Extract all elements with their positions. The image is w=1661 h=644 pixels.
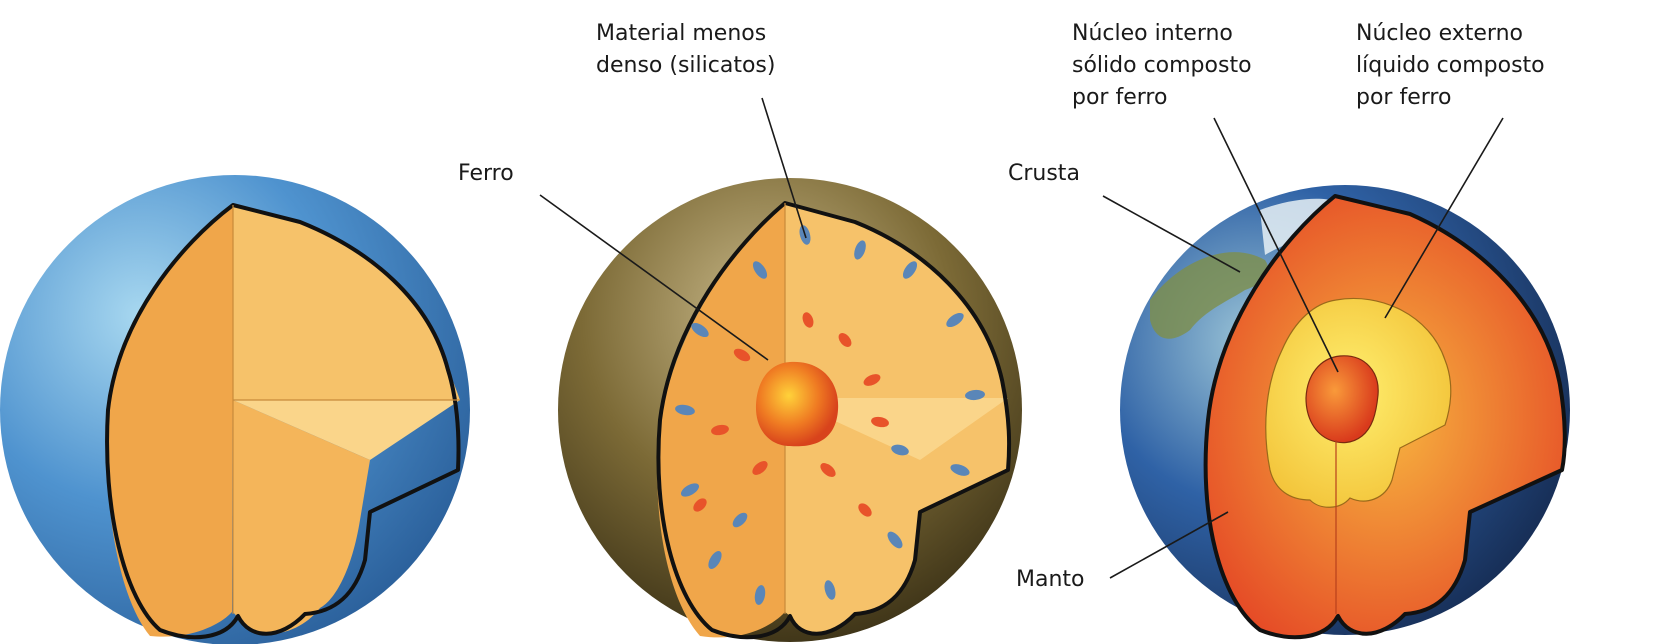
sphere-1-homogeneous [0,175,470,644]
label-nucleo-interno-line2: sólido composto [1072,53,1252,78]
label-ferro: Ferro [458,161,514,186]
label-nucleo-externo-line1: Núcleo externo [1356,21,1523,46]
label-crusta: Crusta [1008,161,1080,186]
label-nucleo-interno-line1: Núcleo interno [1072,21,1233,46]
label-manto: Manto [1016,567,1085,592]
label-nucleo-interno-line3: por ferro [1072,85,1167,110]
sphere-3-layered-earth [1120,185,1570,637]
label-nucleo-externo-line2: líquido composto [1356,53,1545,78]
label-material-menos-denso-line2: denso (silicatos) [596,53,775,78]
sphere-2-differentiating [558,178,1022,642]
inner-core [1306,356,1378,443]
label-nucleo-externo-line3: por ferro [1356,85,1451,110]
ferro-core [756,362,838,446]
label-material-menos-denso-line1: Material menos [596,21,766,46]
